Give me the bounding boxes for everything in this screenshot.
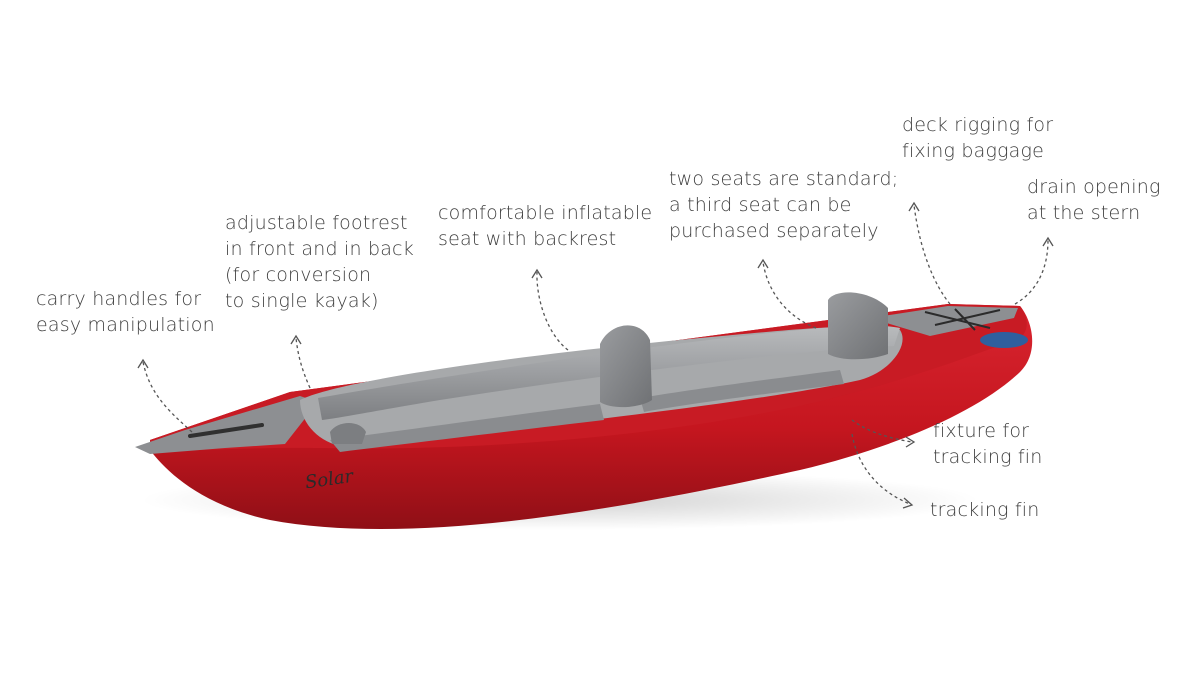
- label-inflatable-seat: comfortable inflatable seat with backres…: [438, 202, 653, 250]
- front-seat: [600, 325, 652, 408]
- label-footrest: adjustable footrest in front and in back…: [225, 212, 414, 312]
- label-drain-opening: drain opening at the stern: [1027, 176, 1161, 224]
- leader-carry-handles: [142, 361, 193, 433]
- leader-deck-rigging: [913, 204, 951, 305]
- leader-fin-fixture: [851, 419, 913, 443]
- rear-seat: [828, 292, 888, 360]
- label-fin-fixture: fixture for tracking fin: [933, 420, 1043, 468]
- label-tracking-fin: tracking fin: [930, 499, 1040, 521]
- floor-chamber-rear: [640, 370, 844, 412]
- leader-tracking-fin: [851, 433, 911, 505]
- leader-lines: [142, 204, 1049, 505]
- label-deck-rigging: deck rigging for fixing baggage: [902, 114, 1054, 162]
- leader-inflatable-seat: [536, 271, 569, 351]
- leader-two-seats: [762, 261, 817, 329]
- leader-drain-opening: [1014, 239, 1049, 305]
- brand-badge: [980, 332, 1028, 348]
- leader-arrowheads: [137, 201, 1054, 509]
- bow-handle: [188, 423, 264, 438]
- floor-chamber-front: [330, 404, 604, 452]
- footrest: [330, 423, 366, 444]
- bow-deck: [135, 396, 318, 454]
- leader-footrest: [295, 337, 311, 389]
- stern-rigging: [924, 308, 1001, 331]
- label-carry-handles: carry handles for easy manipulation: [36, 288, 215, 336]
- label-two-seats: two seats are standard; a third seat can…: [669, 168, 899, 242]
